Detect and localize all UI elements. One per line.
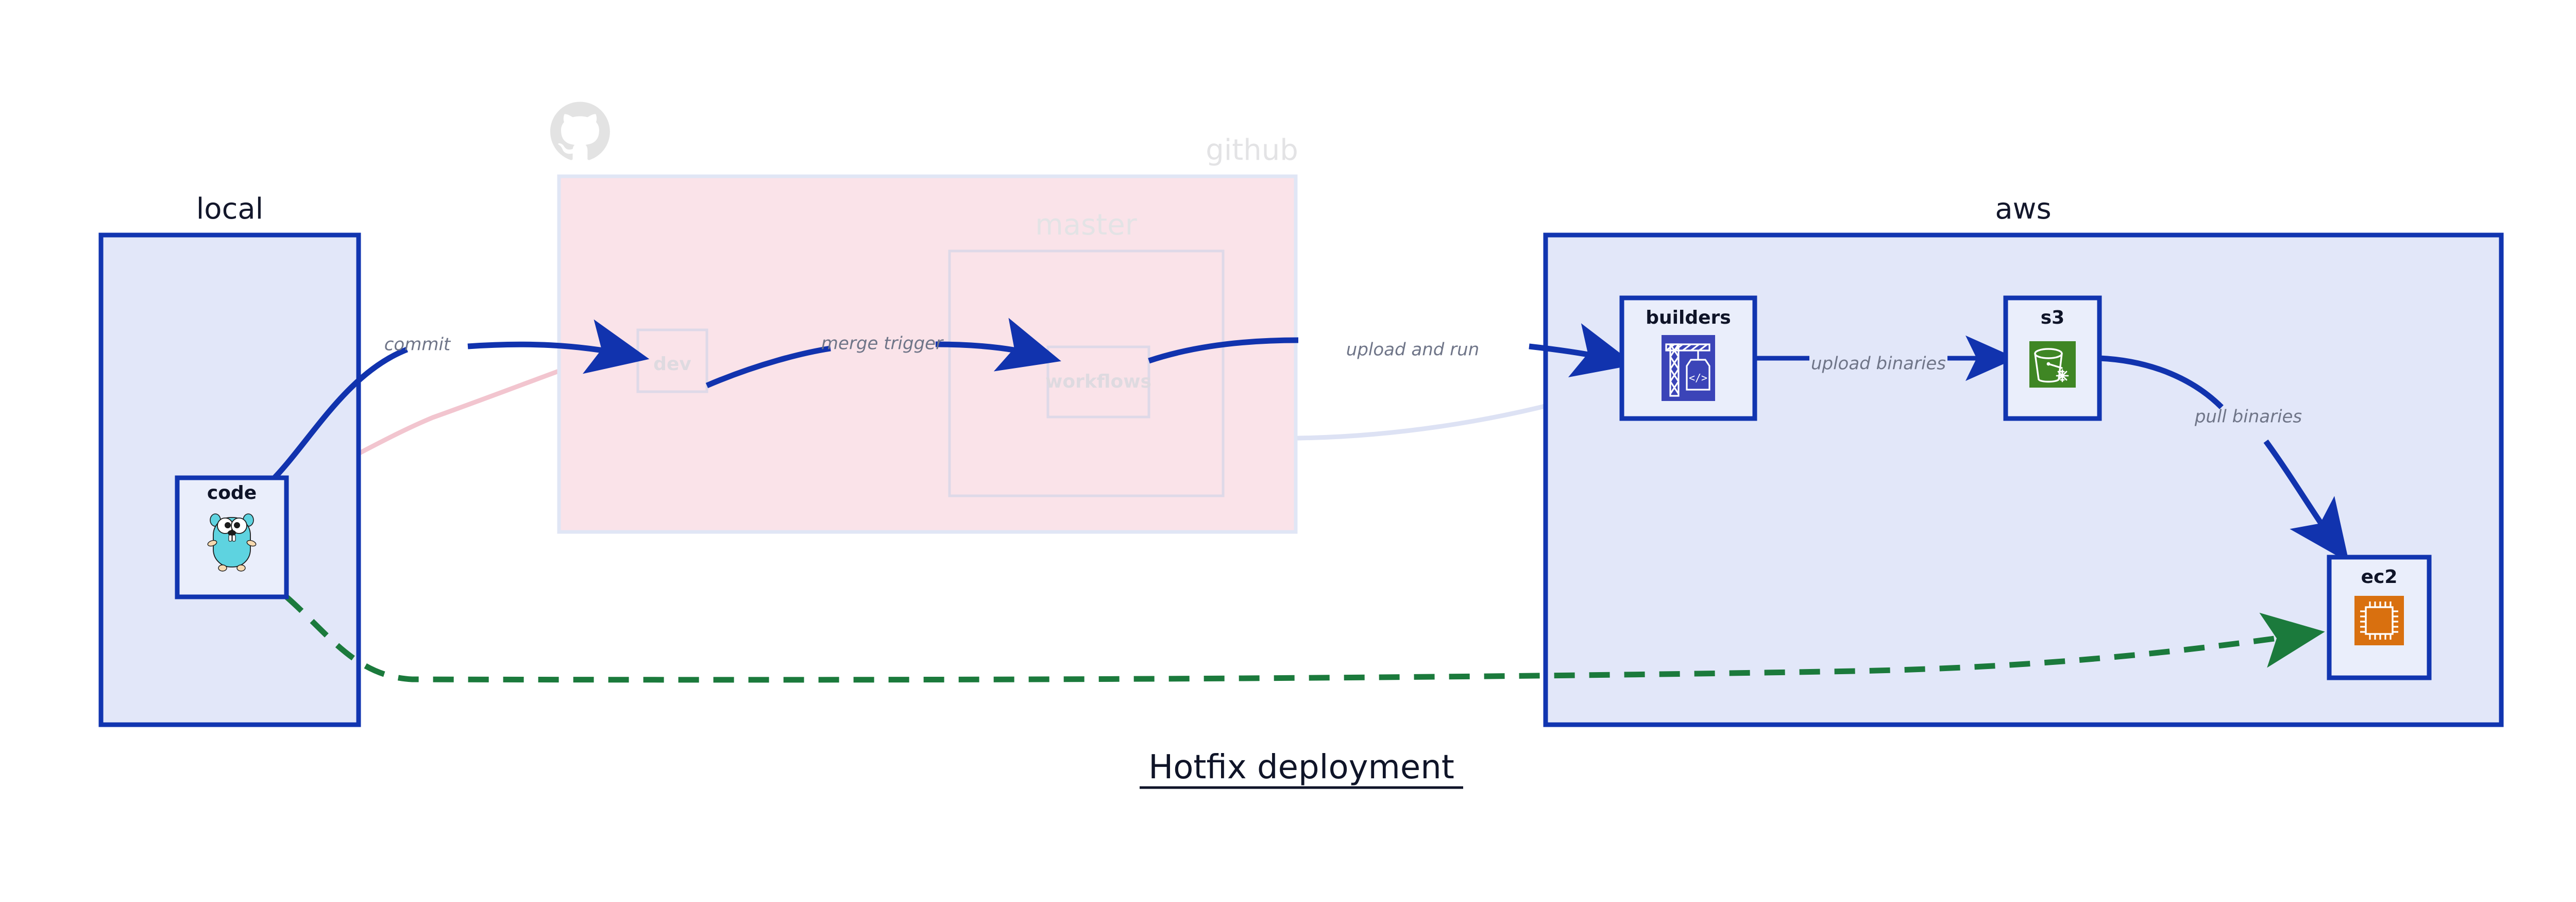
svg-text:</>: </>: [1689, 372, 1707, 384]
diagram-title-text: Hotfix deployment: [1148, 748, 1454, 787]
ec2-cpu-chip-icon: [2354, 596, 2404, 645]
node-workflows[interactable]: workflows: [1045, 345, 1151, 419]
node-code[interactable]: code: [175, 475, 289, 599]
edge-commit[interactable]: [266, 346, 409, 487]
edge-label-merge-trigger: merge trigger: [821, 333, 944, 354]
node-dev-label: dev: [653, 354, 691, 375]
node-ec2-label: ec2: [2361, 566, 2398, 588]
diagram-title: Hotfix deployment: [1140, 748, 1463, 789]
container-github-label: github: [1206, 133, 1298, 167]
edge-label-pull-binaries: pull binaries: [2194, 407, 2302, 427]
node-builders-label: builders: [1646, 307, 1731, 328]
github-octocat-icon: [550, 102, 610, 160]
edge-upload-and-run-head[interactable]: [1148, 337, 1299, 364]
node-code-label: code: [207, 482, 257, 504]
edge-upload-and-run-tail[interactable]: [1529, 323, 1636, 378]
container-local-label: local: [196, 192, 263, 226]
subgroup-master[interactable]: master: [948, 208, 1225, 497]
container-aws-label: aws: [1995, 192, 2051, 226]
codebuild-crane-icon: </>: [1662, 335, 1715, 401]
node-workflows-rect: [1046, 345, 1150, 419]
edge-label-upload-binaries: upload binaries: [1811, 354, 1946, 374]
edge-hotfix-direct[interactable]: [284, 594, 2325, 683]
edge-label-commit: commit: [384, 335, 451, 355]
go-gopher-icon: [207, 513, 257, 572]
node-workflows-label: workflows: [1045, 371, 1151, 392]
node-ec2[interactable]: ec2: [2327, 555, 2432, 680]
edge-pull-binaries-head[interactable]: [2099, 355, 2224, 409]
subgroup-master-label: master: [1035, 208, 1137, 242]
node-builders[interactable]: builders </>: [1619, 295, 1757, 421]
s3-glacier-bucket-icon: [2029, 341, 2076, 388]
edge-merge-trigger-head[interactable]: [705, 345, 831, 389]
edge-pull-binaries-tail[interactable]: [2263, 439, 2349, 563]
node-s3-label: s3: [2041, 307, 2064, 328]
subgroup-master-rect: [948, 249, 1225, 497]
edge-merge-trigger-tail[interactable]: [935, 318, 1061, 372]
edge-label-upload-and-run: upload and run: [1346, 340, 1479, 360]
